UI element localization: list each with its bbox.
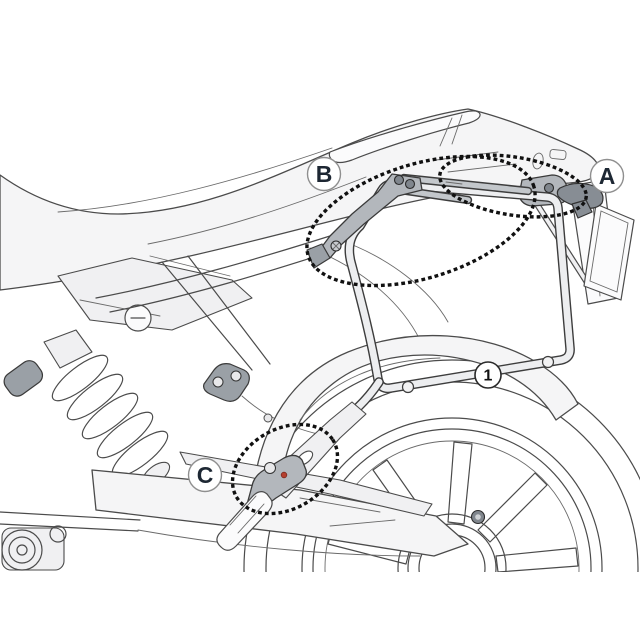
highlight-ellipse-a bbox=[438, 153, 588, 219]
shock-reservoir bbox=[3, 360, 44, 397]
callout-a-letter: A bbox=[599, 163, 616, 189]
part-badge-number: 1 bbox=[484, 368, 493, 385]
swingarm bbox=[0, 451, 469, 571]
part-badge-1: 1 bbox=[474, 361, 502, 389]
highlight-ellipse-c bbox=[230, 422, 340, 516]
red-marker-dot bbox=[280, 471, 288, 479]
footrest-bracket-c bbox=[216, 401, 367, 551]
highlight-ellipse-b bbox=[305, 154, 537, 288]
front-bracket-b bbox=[306, 173, 423, 269]
tail-rear-assembly bbox=[518, 174, 635, 305]
callout-c-letter: C bbox=[197, 462, 214, 488]
axle-adjuster bbox=[1, 527, 65, 571]
chain-guard bbox=[179, 451, 433, 517]
seat-tail-bodywork bbox=[0, 108, 600, 291]
case-mount-peg bbox=[541, 355, 555, 369]
callout-a: A bbox=[589, 158, 625, 194]
frame-side-panel bbox=[57, 235, 449, 371]
callout-c: C bbox=[187, 457, 223, 493]
shock-spring bbox=[51, 354, 171, 487]
turn-signal bbox=[556, 182, 604, 209]
callout-b-letter: B bbox=[316, 161, 333, 187]
highlight-ellipses bbox=[230, 153, 588, 516]
rear-shock bbox=[3, 329, 171, 487]
callout-b: B bbox=[306, 156, 342, 192]
rear-hugger bbox=[255, 334, 579, 479]
case-mount-peg bbox=[401, 380, 415, 394]
license-plate bbox=[583, 203, 635, 301]
